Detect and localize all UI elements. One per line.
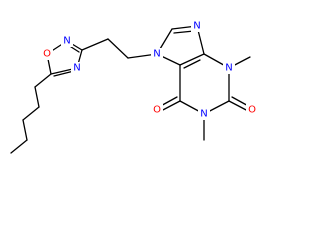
atom-label-o-oxadiazole: O (43, 49, 51, 60)
atom-n3: N (223, 62, 235, 74)
atom-o-oxadiazole: O (41, 48, 53, 60)
bond-chain-5 (34, 73, 52, 88)
molecule-structure: O N N N N N N O (10, 20, 258, 154)
bond-linker-1 (81, 38, 109, 51)
atom-o2: O (246, 104, 258, 116)
bond-oxadiazole-n-c5-inner (53, 70, 75, 77)
atom-n-oxadiazole-top: N (61, 35, 73, 47)
bond-linker-2 (107, 38, 129, 59)
atom-o6: O (151, 104, 163, 116)
bond-c4-c5 (179, 53, 205, 66)
atom-label-n-oxadiazole-bottom: N (73, 63, 80, 74)
atom-label-layer: O N N N N N N O (41, 20, 258, 120)
atom-label-n1: N (200, 109, 207, 120)
atom-n1: N (198, 108, 210, 120)
atom-label-n3: N (225, 63, 232, 74)
atom-n-oxadiazole-bottom: N (71, 62, 83, 74)
bond-chain-3 (22, 106, 40, 121)
atom-n7: N (151, 48, 163, 60)
atom-label-o6: O (153, 105, 161, 116)
atom-label-n7: N (153, 49, 160, 60)
bond-chain-4 (34, 86, 40, 108)
bond-chain-2 (22, 119, 28, 141)
atom-label-n9: N (193, 21, 200, 32)
atom-n9: N (191, 20, 203, 32)
bond-layer (10, 25, 253, 154)
bond-chain-1 (10, 139, 28, 154)
bond-c8-n9-inner (173, 30, 195, 34)
bond-c4-c5-inner (183, 59, 201, 69)
atom-label-n-oxadiazole-top: N (63, 36, 70, 47)
atom-label-o2: O (248, 105, 256, 116)
